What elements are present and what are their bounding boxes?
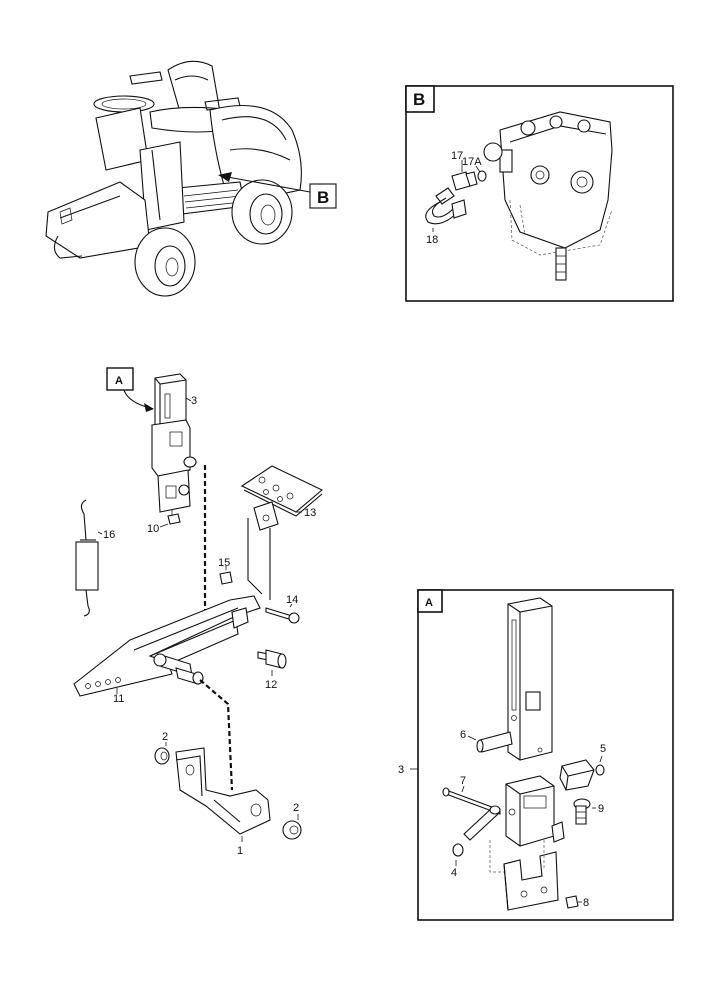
callout-3: 3 <box>191 395 197 407</box>
tractor-illustration <box>45 60 311 297</box>
callout-9: 9 <box>598 803 604 815</box>
part-3-adjuster-tube <box>151 373 197 513</box>
part-13-pedal <box>240 465 324 600</box>
detail-a-corner-box <box>417 589 443 613</box>
callout-10: 10 <box>147 523 159 535</box>
part-2-bushing-upper <box>154 747 170 765</box>
callout-1: 1 <box>237 845 243 857</box>
part-10-nut <box>167 510 181 525</box>
assembly-ref-label: A <box>115 375 123 387</box>
callout-15: 15 <box>218 557 230 569</box>
callout-17: 17 <box>451 150 463 162</box>
callout-13: 13 <box>304 507 316 519</box>
callout-14: 14 <box>286 594 298 606</box>
detail-a-adjuster-block <box>505 775 565 847</box>
detail-b-corner-box <box>405 85 435 113</box>
callout-12: 12 <box>265 679 277 691</box>
detail-a-square-tube <box>507 597 553 761</box>
detail-a-lock-5 <box>559 759 605 791</box>
lower-linkage-rod <box>199 679 234 791</box>
part-11-lever-arm <box>73 595 261 697</box>
callout-17a: 17A <box>462 156 482 168</box>
callout-16: 16 <box>103 529 115 541</box>
callout-11: 11 <box>113 693 124 705</box>
part-14-bolt <box>265 607 300 624</box>
detail-b-letter: B <box>413 90 425 109</box>
assembly-ref-box <box>106 367 134 391</box>
callout-5: 5 <box>600 743 606 755</box>
tractor-ref-box <box>309 183 337 209</box>
detail-a-nut-8 <box>565 895 579 909</box>
detail-a-letter: A <box>425 597 433 609</box>
tractor-ref-label: B <box>317 188 329 207</box>
callout-18: 18 <box>426 234 438 246</box>
callout-6: 6 <box>460 729 466 741</box>
detail-a-rod-7 <box>442 787 501 815</box>
hydraulic-pump <box>483 111 613 281</box>
part-1-bracket <box>175 747 271 835</box>
detail-a-pin-4 <box>452 805 501 857</box>
detail-a-pin-6 <box>476 731 513 753</box>
hydraulic-hose-18 <box>425 187 467 225</box>
callout-7: 7 <box>460 775 466 787</box>
part-15-nut <box>219 571 233 585</box>
callout-3-detail: 3 <box>398 764 404 776</box>
callout-4: 4 <box>451 867 457 879</box>
part-2-bushing-lower <box>282 820 302 840</box>
callout-2-lower: 2 <box>293 802 299 814</box>
part-12-bolt <box>257 649 287 669</box>
callout-2-upper: 2 <box>162 731 168 743</box>
detail-a-bolt-9 <box>573 798 591 825</box>
fitting-17-and-o-ring-17a <box>451 170 487 191</box>
callout-8: 8 <box>583 897 589 909</box>
detail-a-u-bracket <box>489 840 559 911</box>
part-16-spring <box>75 499 99 617</box>
